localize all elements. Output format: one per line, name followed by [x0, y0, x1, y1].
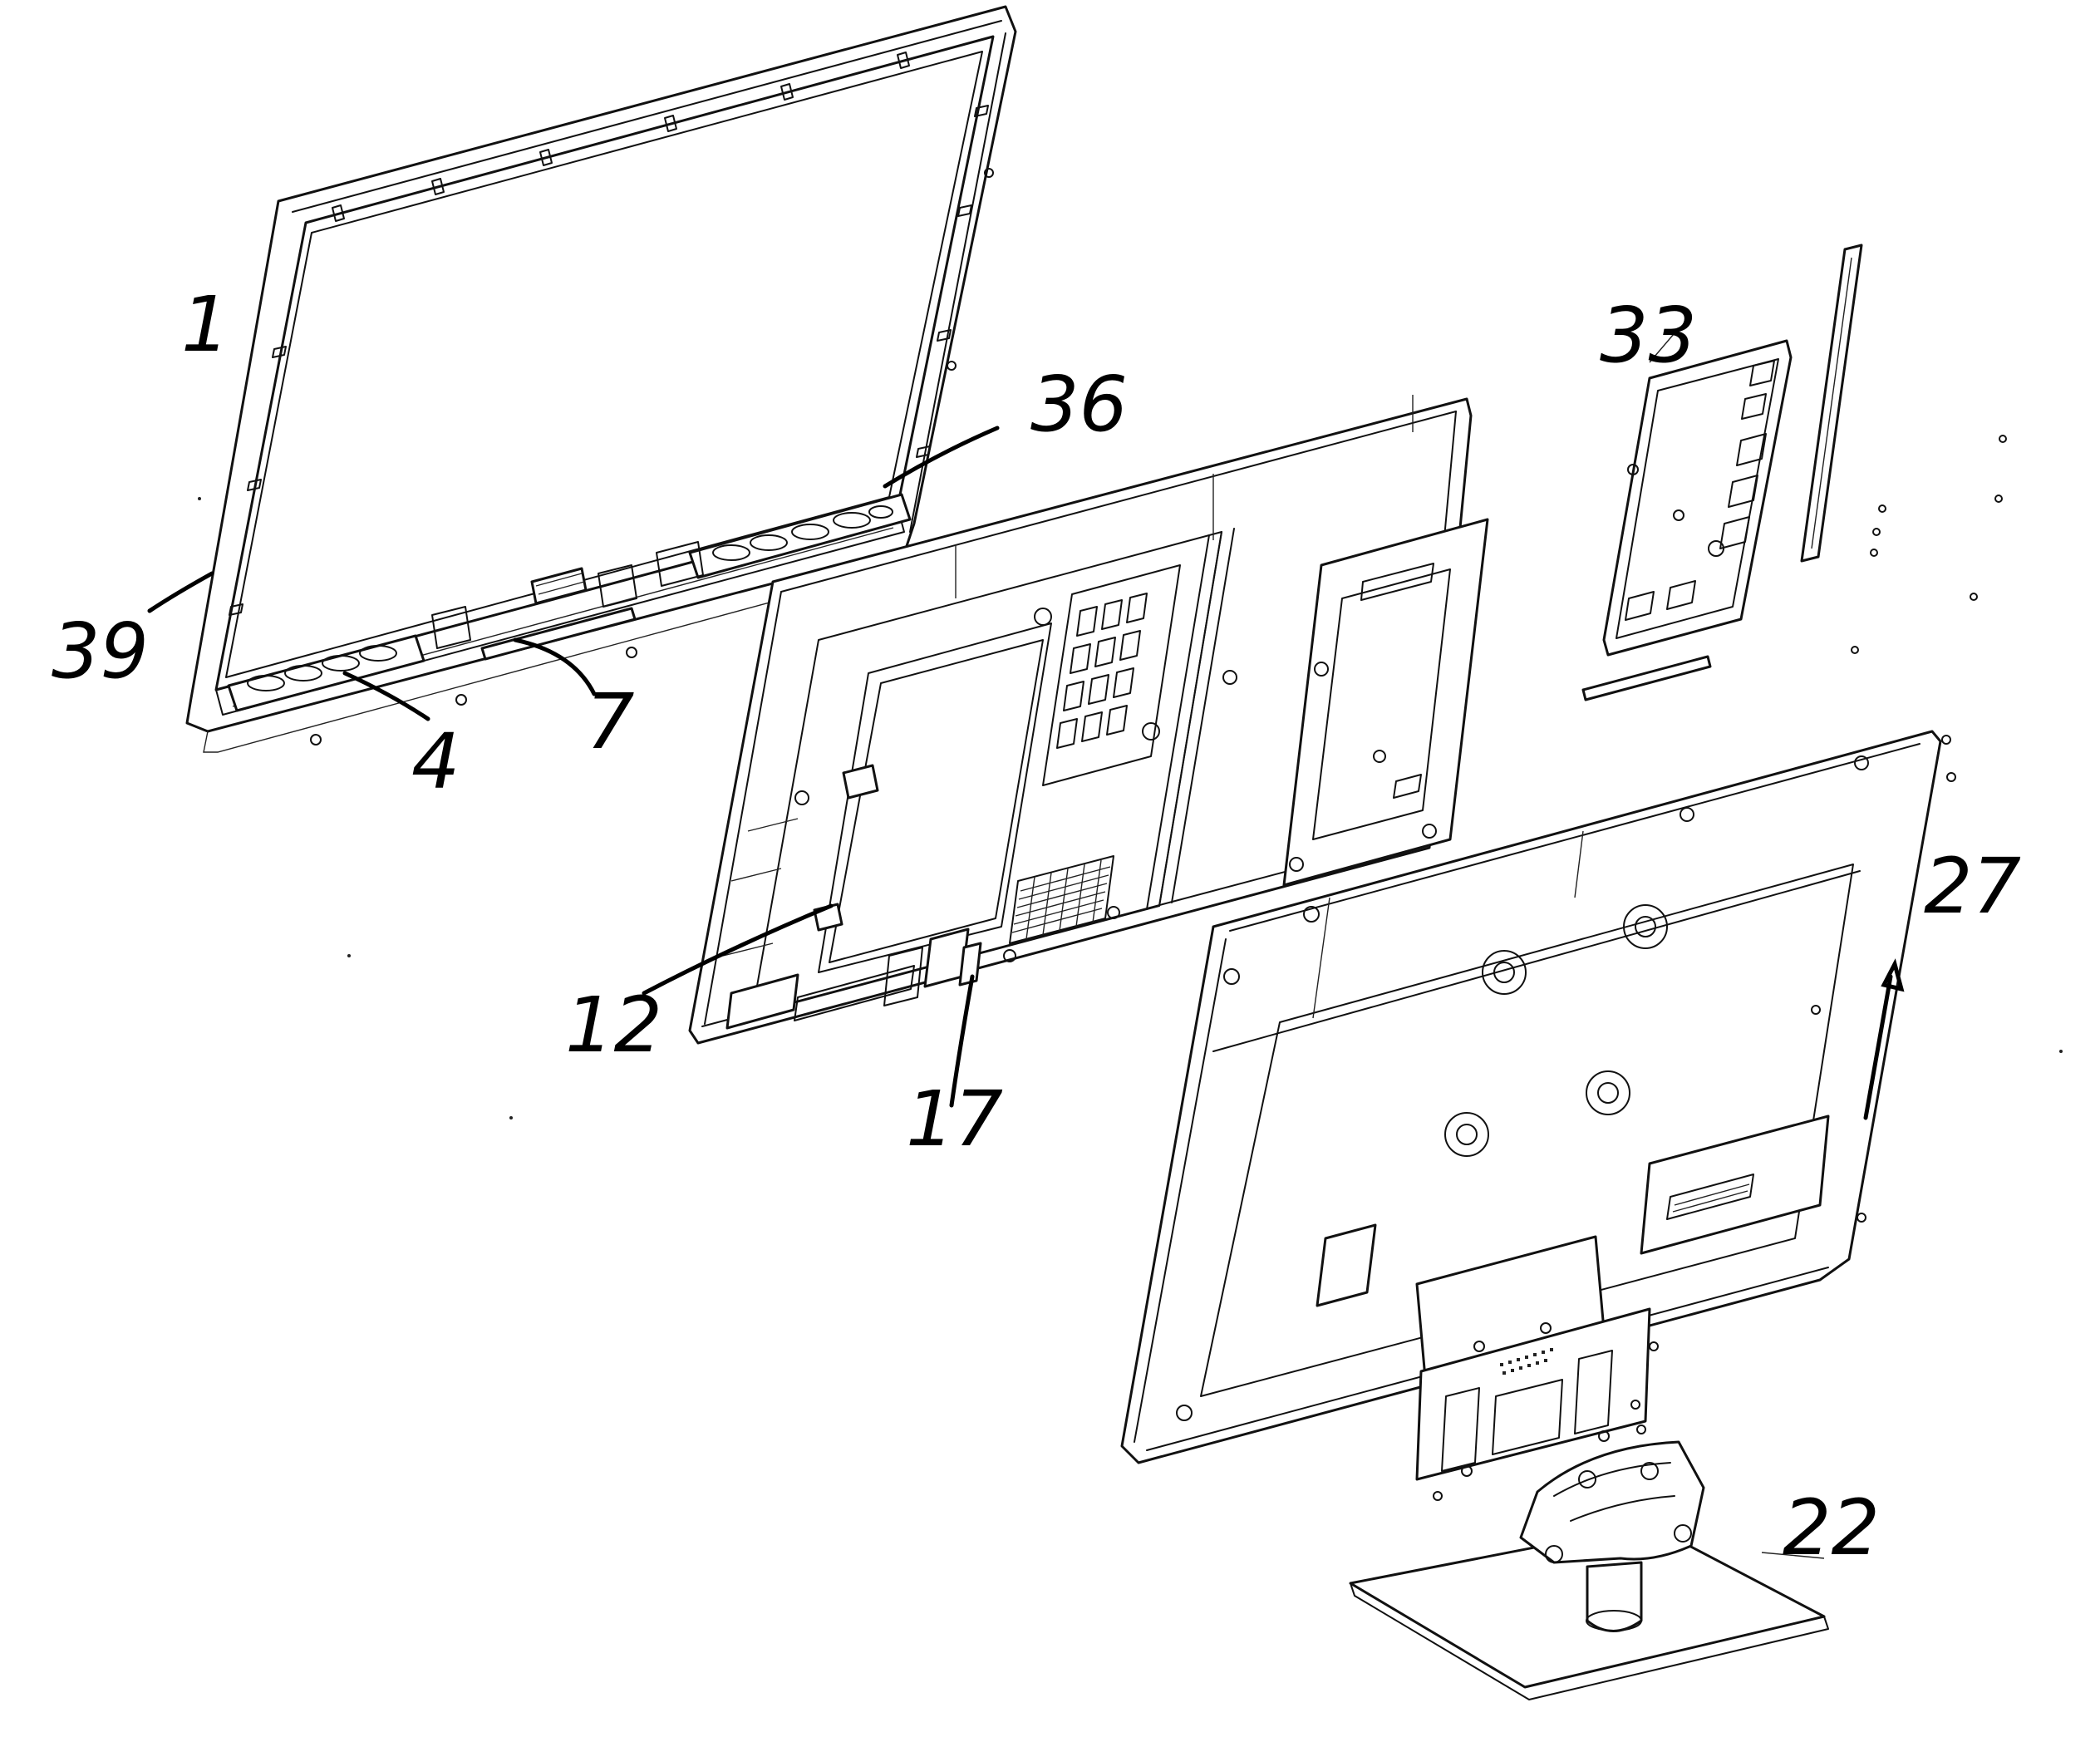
leader-39	[147, 571, 214, 613]
button-board-icon	[431, 541, 704, 661]
vent-grille-icon	[1009, 855, 1114, 944]
rear-cover-icon	[1120, 730, 1956, 1501]
leader-lines	[147, 327, 1905, 1559]
ref-33: 33	[1600, 291, 1697, 380]
reference-numerals: 1 39 36 4 7 33 12 17 27 22	[52, 280, 2021, 1572]
ref-7: 7	[586, 677, 635, 766]
ref-4: 4	[411, 717, 460, 806]
stand-base-icon	[1349, 1440, 1829, 1700]
leader-4	[342, 671, 430, 721]
ref-1: 1	[181, 280, 230, 369]
leader-17	[949, 974, 975, 1108]
bottom-bracket-icon	[1581, 655, 1712, 701]
side-rail-icon	[1800, 244, 1863, 563]
bracket-icon	[883, 928, 982, 1006]
speaker-bar-icon	[688, 493, 912, 579]
leader-36	[883, 426, 1000, 489]
ref-36: 36	[1030, 360, 1128, 449]
ref-17: 17	[906, 1075, 1003, 1164]
speaker-icon	[227, 634, 425, 712]
leader-22	[1761, 1552, 1825, 1559]
leader-12	[642, 903, 834, 996]
arrowhead-27	[1881, 958, 1905, 992]
ref-22: 22	[1783, 1484, 1880, 1572]
leader-27	[1863, 974, 1893, 1120]
ref-27: 27	[1924, 842, 2021, 931]
screw-icon	[1851, 435, 2007, 654]
middle-chassis-frame-icon	[688, 395, 1489, 1045]
main-circuit-board-icon	[1602, 339, 1793, 657]
ref-39: 39	[52, 607, 149, 696]
leader-7	[513, 637, 597, 696]
leader-33	[1649, 327, 1680, 363]
ref-12: 12	[565, 981, 662, 1070]
